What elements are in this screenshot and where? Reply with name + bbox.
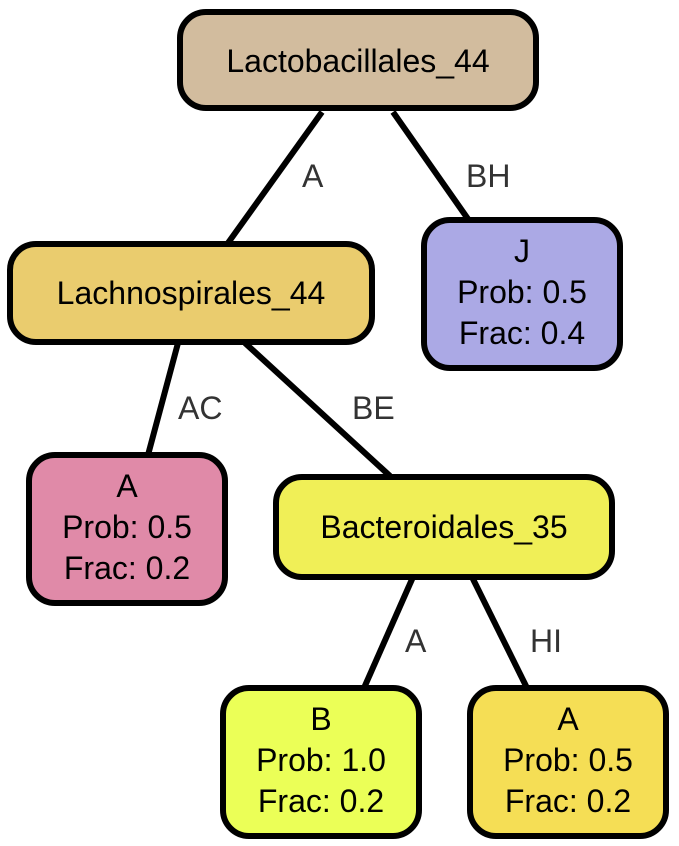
leaf-a-left-prob: Prob: 0.5: [62, 509, 192, 545]
node-lachnospirales-box: [7, 241, 375, 345]
leaf-j-box: [421, 217, 623, 371]
node-bacteroidales-box: [273, 474, 615, 580]
edge-lachnospirales-bacteroidales: [242, 340, 393, 479]
leaf-b-frac: Frac: 0.2: [258, 783, 384, 819]
leaf-a-left: A Prob: 0.5 Frac: 0.2: [26, 452, 228, 606]
leaf-a-left-box: [26, 452, 228, 606]
leaf-b-prob: Prob: 1.0: [256, 742, 386, 778]
node-lachnospirales-label: Lachnospirales_44: [57, 275, 326, 311]
leaf-j-prob: Prob: 0.5: [457, 274, 587, 310]
edge-label-bacteroidales-b: A: [405, 623, 427, 659]
leaf-a-right-prob: Prob: 0.5: [503, 742, 633, 778]
edge-label-bacteroidales-a: HI: [530, 623, 562, 659]
node-bacteroidales-label: Bacteroidales_35: [320, 509, 567, 545]
leaf-b: B Prob: 1.0 Frac: 0.2: [220, 685, 422, 839]
node-lachnospirales: Lachnospirales_44: [7, 241, 375, 345]
leaf-b-class: B: [310, 701, 331, 737]
node-lactobacillales: Lactobacillales_44: [177, 9, 539, 111]
edges: [145, 110, 530, 690]
edge-label-lachnospirales-bacteroidales: BE: [352, 390, 395, 426]
leaf-j-frac: Frac: 0.4: [459, 315, 585, 351]
leaf-a-right-class: A: [557, 701, 579, 737]
leaf-j-class: J: [514, 233, 530, 269]
leaf-a-right-box: [467, 685, 669, 839]
edge-label-lachnospirales-a: AC: [178, 390, 222, 426]
edge-label-root-lachnospirales: A: [302, 158, 324, 194]
edge-labels: A BH AC BE A HI: [178, 158, 562, 659]
edge-bacteroidales-a: [469, 575, 530, 690]
node-lactobacillales-label: Lactobacillales_44: [226, 43, 489, 79]
leaf-a-right-frac: Frac: 0.2: [505, 783, 631, 819]
edge-bacteroidales-b: [361, 575, 416, 690]
leaf-j: J Prob: 0.5 Frac: 0.4: [421, 217, 623, 371]
leaf-a-right: A Prob: 0.5 Frac: 0.2: [467, 685, 669, 839]
edge-root-lachnospirales: [225, 110, 325, 245]
leaf-a-left-frac: Frac: 0.2: [64, 550, 190, 586]
leaf-a-left-class: A: [116, 468, 138, 504]
edge-label-root-j: BH: [466, 158, 510, 194]
node-lactobacillales-box: [177, 9, 539, 111]
leaf-b-box: [220, 685, 422, 839]
node-bacteroidales: Bacteroidales_35: [273, 474, 615, 580]
edge-lachnospirales-a: [145, 342, 181, 456]
edge-root-j: [390, 110, 471, 221]
